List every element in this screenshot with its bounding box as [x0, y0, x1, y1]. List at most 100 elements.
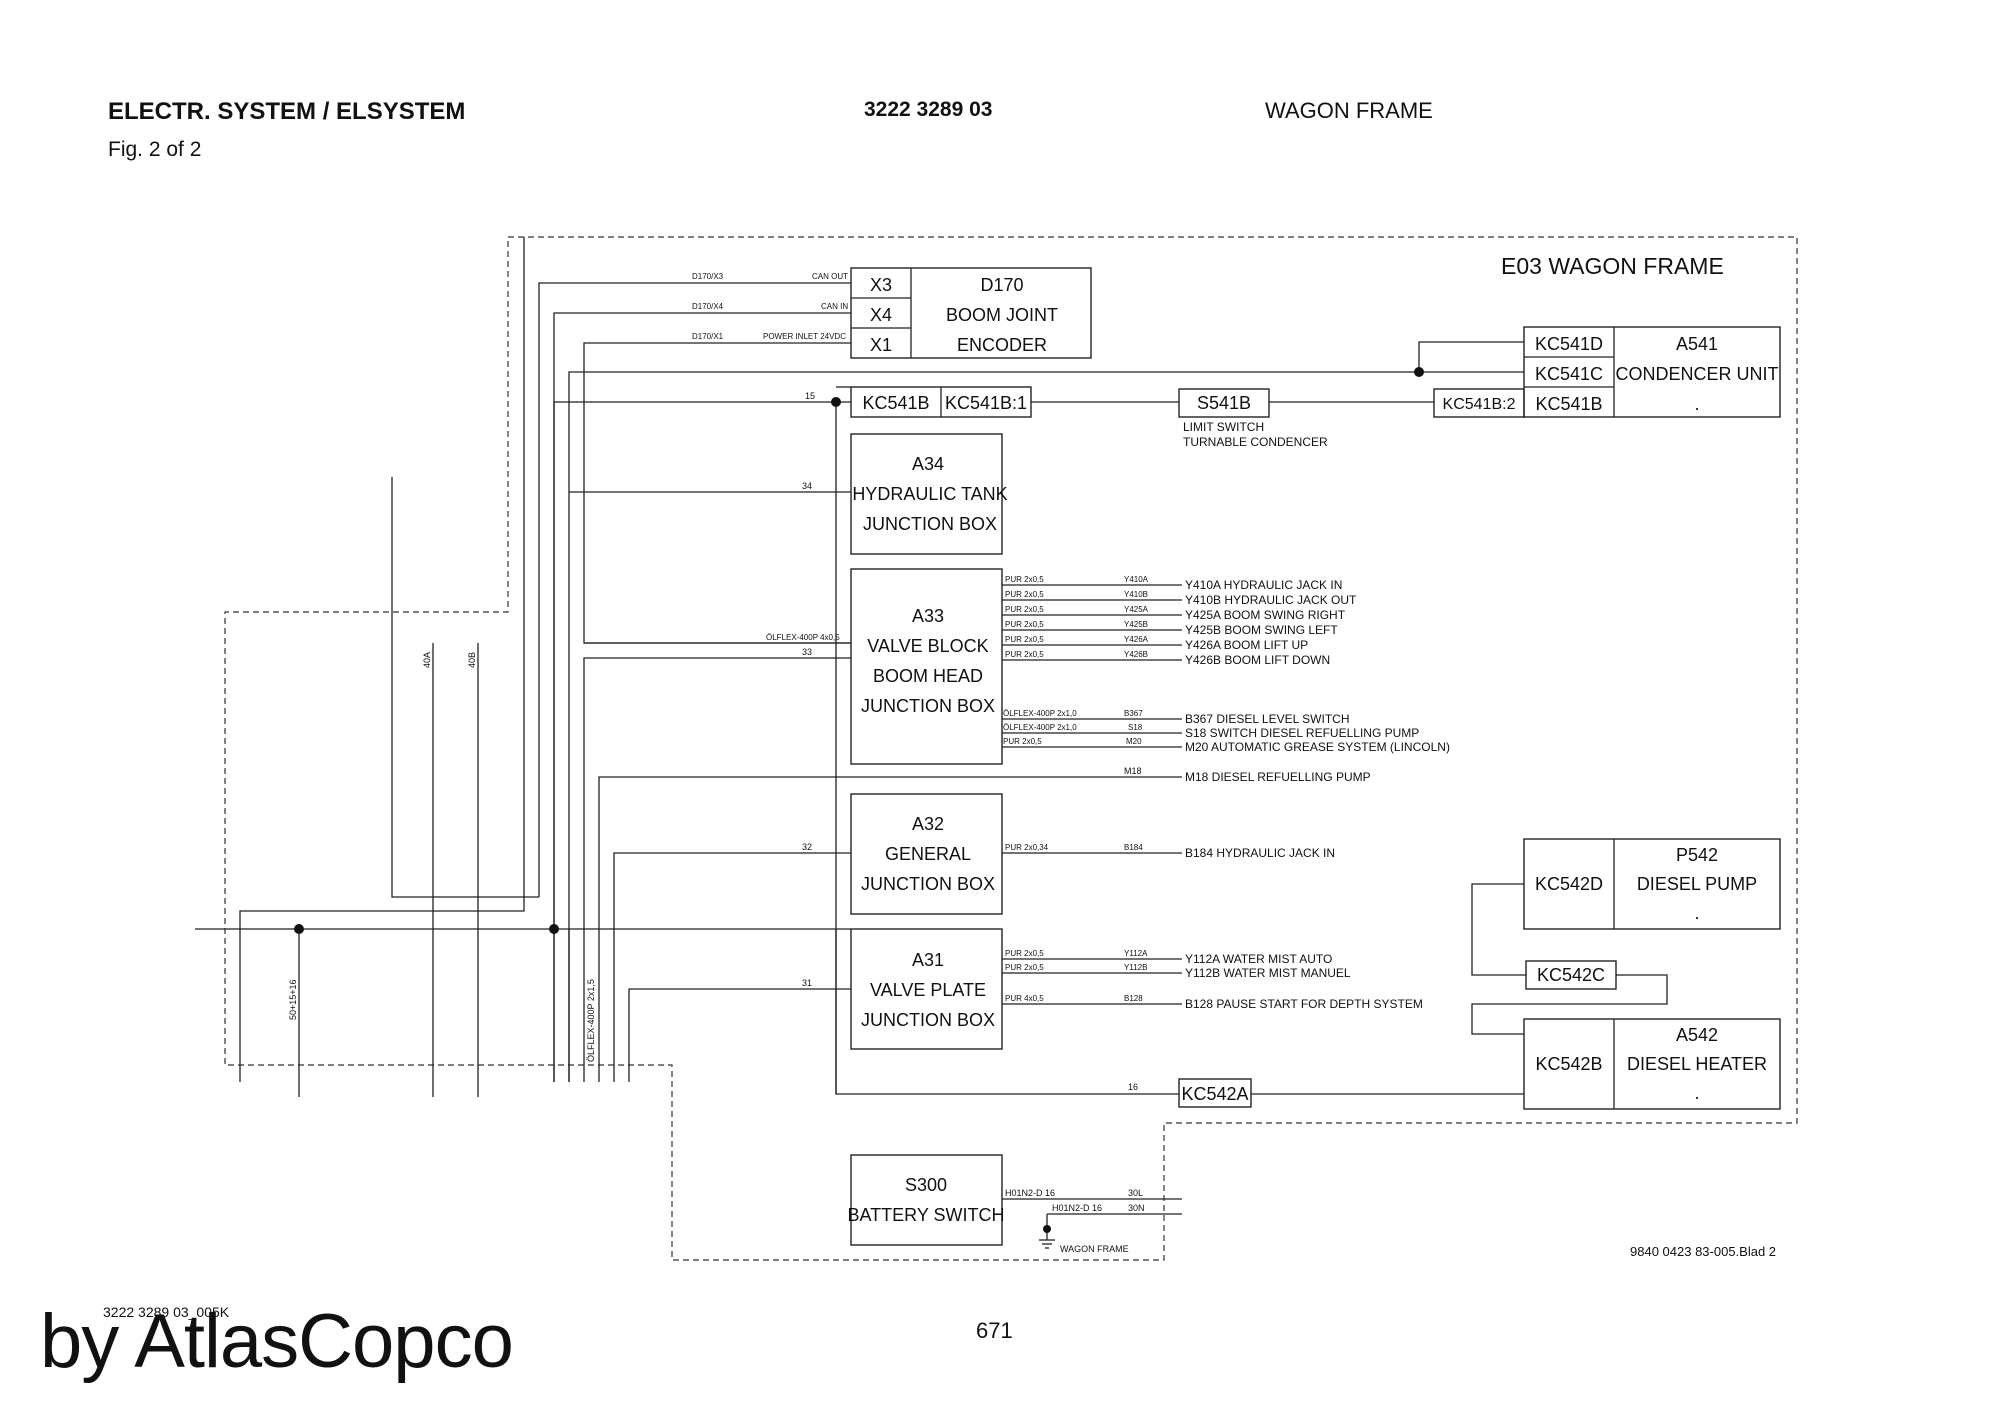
a541-pin-kc541b: KC541B: [1535, 394, 1602, 414]
a542-pin: KC542B: [1535, 1054, 1602, 1074]
a33-valve-block-junction-box: A33 VALVE BLOCK BOOM HEAD JUNCTION BOX: [850, 568, 1003, 765]
s541b-limit-switch: S541B LIMIT SWITCH TURNABLE CONDENCER: [1178, 388, 1328, 449]
a34-wire-label: 34: [802, 481, 812, 491]
a33-out2-cable: ÖLFLEX-400P 2x1,0: [1003, 709, 1077, 718]
a32-out-code: B184: [1124, 843, 1143, 852]
p542-diesel-pump: KC542D P542 DIESEL PUMP .: [1523, 838, 1781, 930]
a542-label-3: .: [1694, 1083, 1699, 1103]
part-number: 3222 3289 03: [864, 98, 993, 121]
a33-out2-code: M20: [1126, 737, 1142, 746]
a33-label: A33: [912, 606, 944, 626]
left-wire-trunk: 40A 40B 50+15+16 ÖLFLEX-400P 2x1,5: [195, 237, 851, 1097]
kc541b-connector: KC541B KC541B:1: [850, 386, 1032, 418]
s300-code-2: 30N: [1128, 1203, 1145, 1213]
a33-out-cable: PUR 2x0,5: [1005, 605, 1044, 614]
a33-cable-label: ÖLFLEX-400P 4x0,5: [766, 633, 840, 642]
a33-out-code: Y425B: [1124, 620, 1148, 629]
figure-number: Fig. 2 of 2: [108, 138, 202, 161]
a33-label-4: JUNCTION BOX: [861, 696, 995, 716]
a31-out-desc: B128 PAUSE START FOR DEPTH SYSTEM: [1185, 997, 1423, 1011]
p542-label-2: DIESEL PUMP: [1637, 874, 1757, 894]
s300-cable-2: H01N2-D 16: [1052, 1203, 1102, 1213]
kc542a-label: KC542A: [1181, 1084, 1248, 1104]
s300-battery-switch: S300 BATTERY SWITCH: [847, 1154, 1005, 1246]
wire-ref-d170-x1: D170/X1: [692, 332, 724, 341]
d170-pin-x3: X3: [870, 275, 892, 295]
a33-out-desc: Y425A BOOM SWING RIGHT: [1185, 608, 1346, 622]
wire-sig-power: POWER INLET 24VDC: [763, 332, 846, 341]
wire-15-label: 15: [805, 391, 815, 401]
a33-out2-desc: S18 SWITCH DIESEL REFUELLING PUMP: [1185, 726, 1419, 740]
a33-out-desc: Y425B BOOM SWING LEFT: [1185, 623, 1338, 637]
kc541b2-label: KC541B:2: [1443, 396, 1516, 413]
d170-label-2: BOOM JOINT: [946, 305, 1058, 325]
a33-out-code: Y410A: [1124, 575, 1149, 584]
a33-out-code: Y425A: [1124, 605, 1149, 614]
a542-diesel-heater: KC542B A542 DIESEL HEATER .: [1523, 1018, 1781, 1110]
a31-valve-plate-junction-box: A31 VALVE PLATE JUNCTION BOX: [850, 928, 1003, 1050]
a31-out-cable: PUR 2x0,5: [1005, 949, 1044, 958]
a33-label-2: VALVE BLOCK: [867, 636, 988, 656]
m18-code: M18: [1124, 766, 1142, 776]
kc541b-label: KC541B: [862, 393, 929, 413]
d170-pin-x1: X1: [870, 335, 892, 355]
m18-desc: M18 DIESEL REFUELLING PUMP: [1185, 770, 1371, 784]
frame-title: E03 WAGON FRAME: [1501, 253, 1724, 279]
wire-ref-d170-x3: D170/X3: [692, 272, 724, 281]
d170-label-3: ENCODER: [957, 335, 1047, 355]
a34-label-3: JUNCTION BOX: [863, 514, 997, 534]
a32-label-3: JUNCTION BOX: [861, 874, 995, 894]
kc541b1-label: KC541B:1: [945, 393, 1027, 413]
a31-label-2: VALVE PLATE: [870, 980, 986, 1000]
a33-out-code: Y410B: [1124, 590, 1148, 599]
frame-boundary: [224, 236, 1798, 1261]
s300-cable-1: H01N2-D 16: [1005, 1188, 1055, 1198]
a33-out2-cable: ÖLFLEX-400P 2x1,0: [1003, 723, 1077, 732]
a32-label-2: GENERAL: [885, 844, 971, 864]
a33-out2-code: S18: [1128, 723, 1143, 732]
a33-out2-desc: M20 AUTOMATIC GREASE SYSTEM (LINCOLN): [1185, 740, 1450, 754]
a33-out-code: Y426B: [1124, 650, 1148, 659]
kc541b2-connector: KC541B:2: [1433, 388, 1525, 418]
a542-label: A542: [1676, 1025, 1718, 1045]
page-title: ELECTR. SYSTEM / ELSYSTEM: [108, 98, 466, 125]
a33-out2-desc: B367 DIESEL LEVEL SWITCH: [1185, 712, 1350, 726]
a31-output-rows: PUR 2x0,5 Y112A Y112A WATER MIST AUTO PU…: [1002, 949, 1423, 1011]
brand-watermark: by AtlasCopco: [40, 1299, 514, 1384]
wire-sig-can-out: CAN OUT: [812, 272, 848, 281]
a32-out-desc: B184 HYDRAULIC JACK IN: [1185, 846, 1335, 860]
a34-label-2: HYDRAULIC TANK: [852, 484, 1007, 504]
wire-label-40b: 40B: [467, 652, 477, 668]
a33-out-desc: Y426A BOOM LIFT UP: [1185, 638, 1308, 652]
wire-label-olflex: ÖLFLEX-400P 2x1,5: [586, 979, 596, 1062]
a31-out-code: Y112B: [1124, 963, 1147, 972]
a33-out-desc: Y410B HYDRAULIC JACK OUT: [1185, 593, 1357, 607]
s300-code-1: 30L: [1128, 1188, 1143, 1198]
a33-out-cable: PUR 2x0,5: [1005, 590, 1044, 599]
a31-out-cable: PUR 2x0,5: [1005, 963, 1044, 972]
a31-wire-label: 31: [802, 978, 812, 988]
wire-label-50-15-16: 50+15+16: [288, 979, 298, 1020]
a32-wire-label: 32: [802, 842, 812, 852]
a33-out-cable: PUR 2x0,5: [1005, 650, 1044, 659]
a541-label: A541: [1676, 334, 1718, 354]
s300-label-2: BATTERY SWITCH: [847, 1205, 1004, 1225]
a31-out-desc: Y112B WATER MIST MANUEL: [1185, 966, 1351, 980]
a31-label-3: JUNCTION BOX: [861, 1010, 995, 1030]
a31-out-code: Y112A: [1124, 949, 1148, 958]
a33-out-desc: Y426B BOOM LIFT DOWN: [1185, 653, 1330, 667]
a32-out-cable: PUR 2x0,34: [1005, 843, 1049, 852]
a31-out-desc: Y112A WATER MIST AUTO: [1185, 952, 1332, 966]
a33-wire-label: 33: [802, 647, 812, 657]
a33-output-rows: PUR 2x0,5 Y410A Y410A HYDRAULIC JACK IN …: [1002, 575, 1450, 754]
kc542c-connector: KC542C: [1525, 960, 1617, 990]
d170-pin-x4: X4: [870, 305, 892, 325]
a542-label-2: DIESEL HEATER: [1627, 1054, 1767, 1074]
a541-pin-kc541c: KC541C: [1535, 364, 1603, 384]
kc542a-connector: KC542A: [1178, 1078, 1252, 1108]
a32-label: A32: [912, 814, 944, 834]
p542-pin: KC542D: [1535, 874, 1603, 894]
a33-out-cable: PUR 2x0,5: [1005, 620, 1044, 629]
a541-pin-kc541d: KC541D: [1535, 334, 1603, 354]
